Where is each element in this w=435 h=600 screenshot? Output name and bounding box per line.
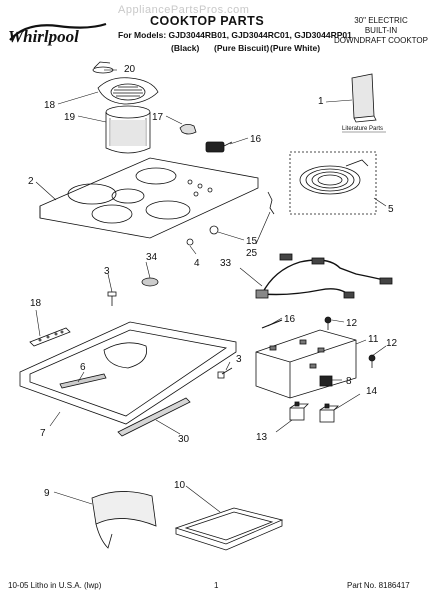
- part-surface-element: [289, 151, 377, 215]
- callout-12-top: 12: [346, 318, 358, 329]
- callout-34: 34: [146, 252, 158, 263]
- callout-numbers: 20 18 19 1 2 17 16 5 25 15 4 34 33 3 18 …: [28, 64, 398, 499]
- part-drip-tray: [174, 507, 284, 551]
- callout-11: 11: [368, 334, 379, 345]
- spec-line: 30" ELECTRIC: [354, 16, 408, 25]
- watermark: AppliancePartsPros.com: [118, 4, 250, 16]
- callout-8: 8: [346, 376, 352, 387]
- literature-parts-label: Literature Parts: [342, 126, 383, 132]
- whirlpool-logo: Whirlpool: [8, 22, 107, 46]
- callout-22: 20: [124, 64, 136, 75]
- part-bracket: [29, 327, 71, 347]
- callout-20: 18: [44, 100, 56, 111]
- part-screw: [107, 291, 117, 306]
- part-grille: [97, 77, 159, 105]
- callout-12-right: 12: [386, 338, 398, 349]
- part-clip: [141, 277, 159, 287]
- callout-leaders: [35, 69, 387, 513]
- callout-18: 16: [250, 134, 262, 145]
- variant-white: (Pure White): [270, 43, 321, 53]
- footer-page-number: 1: [214, 581, 219, 590]
- part-spacer: [186, 238, 194, 246]
- part-wire-harness: [255, 253, 393, 299]
- part-screw-small: [368, 354, 376, 368]
- part-base-pan: [19, 321, 237, 425]
- callout-2: 2: [28, 176, 34, 187]
- spec-line: BUILT-IN: [364, 26, 398, 35]
- spec-line: DOWNDRAFT COOKTOP: [334, 36, 428, 45]
- callout-6: 6: [80, 362, 86, 373]
- callout-4: 4: [194, 258, 200, 269]
- footer-litho: 10-05 Litho in U.S.A. (lwp): [8, 581, 102, 590]
- callout-16: 16: [284, 314, 296, 325]
- callout-10: 10: [174, 480, 186, 491]
- part-terminal: [267, 191, 275, 215]
- part-grommet: [209, 225, 219, 235]
- part-filter: [105, 105, 151, 154]
- callout-13: 13: [256, 432, 268, 443]
- part-switch: [205, 141, 233, 153]
- part-literature: [351, 73, 377, 123]
- callout-14: 14: [366, 386, 378, 397]
- part-infinite-switch: [289, 401, 309, 421]
- part-relay: [319, 375, 333, 387]
- part-screw: [217, 367, 233, 379]
- callout-19: 17: [152, 112, 164, 123]
- model-list: For Models: GJD3044RB01, GJD3044RC01, GJ…: [118, 30, 352, 40]
- callout-17: 18: [30, 298, 42, 309]
- callout-7: 7: [40, 428, 46, 439]
- part-cooktop: [39, 157, 259, 239]
- callout-15: 15: [246, 236, 258, 247]
- brand-wordmark: Whirlpool: [8, 27, 79, 46]
- page-title: COOKTOP PARTS: [150, 14, 265, 28]
- part-tube: [117, 397, 191, 437]
- part-screw-small: [324, 316, 332, 330]
- callout-21: 19: [64, 112, 76, 123]
- callout-30: 30: [178, 434, 190, 445]
- part-duct-shroud: [91, 491, 157, 549]
- callout-5: 5: [388, 204, 394, 215]
- part-cap: [92, 61, 114, 74]
- callout-3-top: 3: [104, 266, 110, 277]
- part-knob: [179, 124, 197, 135]
- part-control-box: [255, 329, 357, 399]
- callout-1: 1: [318, 96, 324, 107]
- callout-33: 33: [220, 258, 232, 269]
- part-trim-strip: [59, 373, 107, 389]
- part-infinite-switch: [319, 403, 339, 423]
- product-spec: 30" ELECTRIC BUILT-IN DOWNDRAFT COOKTOP: [334, 16, 428, 46]
- callout-25: 25: [246, 248, 258, 259]
- callout-3-right: 3: [236, 354, 242, 365]
- footer-part-number: Part No. 8186417: [347, 581, 410, 590]
- callout-9: 9: [44, 488, 50, 499]
- variant-black: (Black): [171, 43, 200, 53]
- variant-biscuit: (Pure Biscuit): [214, 43, 270, 53]
